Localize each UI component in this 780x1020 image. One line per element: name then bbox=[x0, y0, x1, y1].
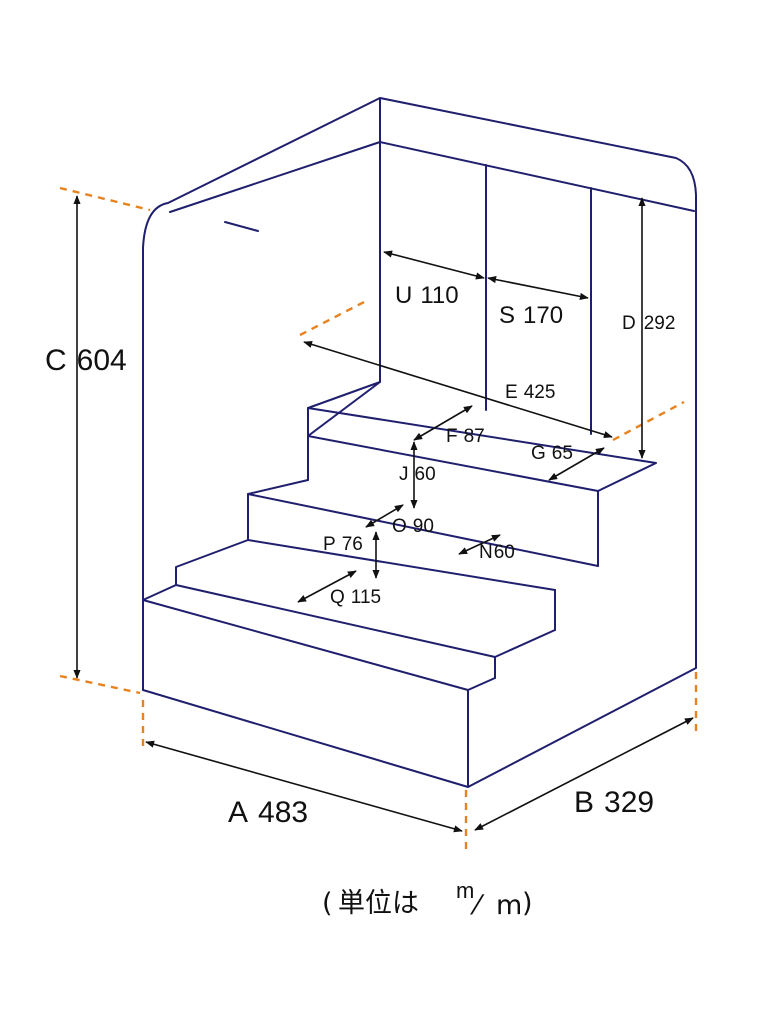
ext-c-bottom bbox=[59, 674, 141, 695]
unit-numerator: m bbox=[456, 878, 474, 903]
dim-g-arrow bbox=[548, 447, 605, 481]
dim-a-arrow bbox=[145, 740, 463, 833]
top-rim-corner bbox=[224, 221, 259, 232]
unit-close-paren: ) bbox=[522, 888, 533, 919]
unit-open-paren: ( bbox=[322, 888, 333, 919]
top-rim-inner bbox=[169, 141, 695, 213]
unit-label: 単位は bbox=[338, 888, 419, 919]
unit-denominator: m bbox=[496, 890, 522, 921]
base-block bbox=[142, 584, 496, 691]
dim-f-arrow bbox=[413, 405, 473, 441]
dim-o-arrow bbox=[365, 504, 404, 528]
dim-s-arrow bbox=[487, 276, 589, 300]
ext-c-top bbox=[59, 186, 151, 212]
extension-lines bbox=[59, 186, 698, 855]
dim-q-arrow bbox=[297, 570, 357, 603]
dim-n-arrow bbox=[458, 534, 501, 555]
base-front bbox=[142, 599, 469, 788]
steps bbox=[142, 381, 657, 788]
box-outline bbox=[142, 97, 697, 788]
ext-e-left bbox=[299, 298, 369, 337]
dim-e-arrow bbox=[303, 340, 613, 439]
dim-b-arrow bbox=[474, 717, 694, 831]
left-wall-edge bbox=[142, 97, 697, 788]
ext-e-right bbox=[612, 400, 685, 442]
dimension-arrows bbox=[73, 195, 694, 833]
label-n: N60 bbox=[479, 542, 515, 563]
dim-u-arrow bbox=[383, 250, 485, 280]
unit-note: ( 単位は m ⁄ m ) bbox=[322, 878, 533, 921]
